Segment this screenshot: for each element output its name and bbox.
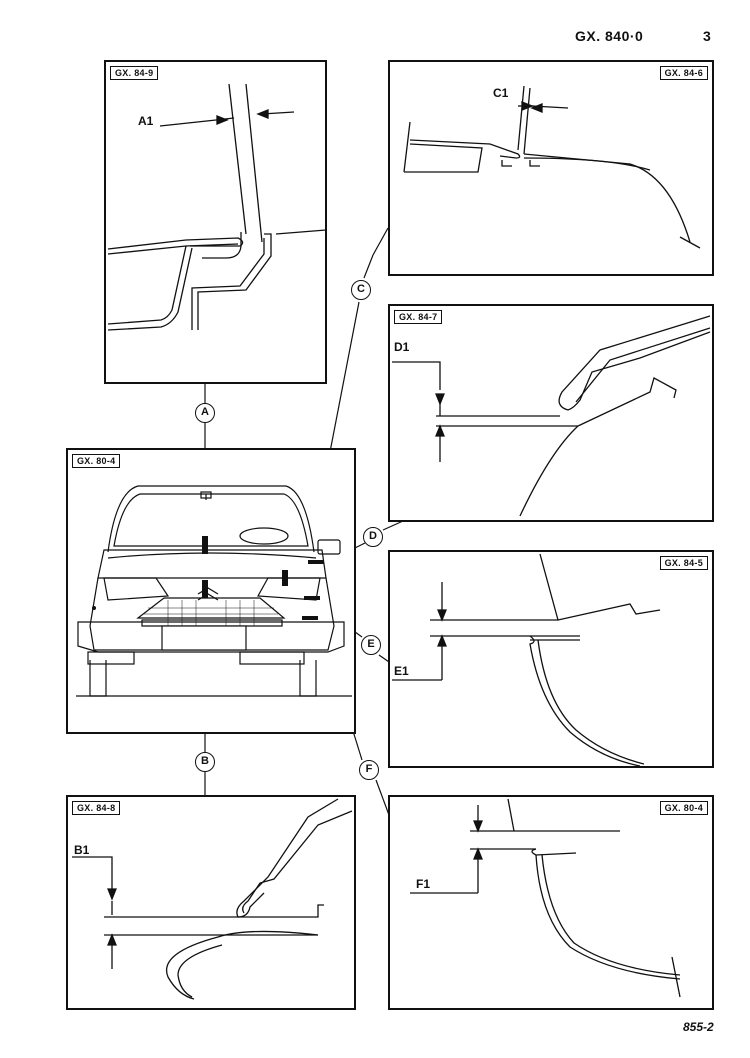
panel-a-tag: GX. 84-9	[110, 66, 159, 80]
panel-d-tag: GX. 84-7	[394, 310, 443, 324]
indicator-dot	[92, 606, 96, 610]
document-reference: GX. 840·0	[575, 28, 644, 44]
side-mirror	[317, 539, 341, 555]
marker-d	[282, 570, 288, 586]
panel-f-drawing	[410, 798, 681, 998]
grille	[136, 597, 286, 619]
callout-d: D	[363, 527, 383, 547]
marker-a	[202, 536, 208, 554]
marker-b	[202, 580, 208, 598]
detail-panel-c: GX. 84-6 C1	[388, 60, 714, 276]
page-number: 3	[703, 28, 711, 44]
callout-b: B	[195, 752, 215, 772]
leader-d-panel	[382, 520, 404, 531]
panel-d-drawing	[392, 315, 711, 517]
detail-panel-a: GX. 84-9 A1	[104, 60, 327, 384]
callout-c: C	[351, 280, 371, 300]
dimension-f1-label: F1	[416, 877, 431, 891]
left-headlight	[103, 577, 170, 601]
dimension-b1-label: B1	[74, 843, 90, 857]
marker-c	[308, 560, 324, 564]
leader-c-top	[363, 227, 389, 279]
panel-e-drawing	[392, 553, 661, 767]
detail-panel-d: GX. 84-7 D1	[388, 304, 714, 522]
detail-panel-b: GX. 84-8 B1	[66, 795, 356, 1010]
detail-panel-f: GX. 80-4 F1	[388, 795, 714, 1010]
leader-e-panel	[378, 654, 390, 663]
panel-a-drawing	[107, 83, 327, 331]
dimension-a1-label: A1	[138, 114, 154, 128]
car-roof-outline	[107, 485, 315, 553]
panel-c-tag: GX. 84-6	[659, 66, 708, 80]
panel-e-tag: GX. 84-5	[659, 556, 708, 570]
footer-code: 855-2	[683, 1020, 714, 1034]
panel-b-tag: GX. 84-8	[72, 801, 121, 815]
left-wheel	[89, 660, 107, 697]
right-wheel	[299, 660, 317, 697]
marker-f	[302, 616, 318, 620]
dimension-d1-label: D1	[394, 340, 410, 354]
callout-e: E	[361, 635, 381, 655]
dimension-e1-label: E1	[394, 664, 409, 678]
hood	[97, 549, 327, 579]
panel-c-drawing	[403, 85, 701, 249]
car-front-drawing	[76, 485, 352, 697]
leader-f-panel	[375, 779, 390, 816]
marker-e	[304, 596, 320, 600]
panel-f-tag: GX. 80-4	[659, 801, 708, 815]
main-view-tag: GX. 80-4	[72, 454, 121, 468]
dimension-c1-label: C1	[493, 86, 509, 100]
panel-b-drawing	[72, 798, 353, 1000]
windshield	[113, 493, 309, 547]
front-bumper	[77, 621, 345, 653]
detail-panel-e: GX. 84-5 E1	[388, 550, 714, 768]
callout-f: F	[359, 760, 379, 780]
main-car-front-view: GX. 80-4	[66, 448, 356, 734]
callout-a: A	[195, 403, 215, 423]
